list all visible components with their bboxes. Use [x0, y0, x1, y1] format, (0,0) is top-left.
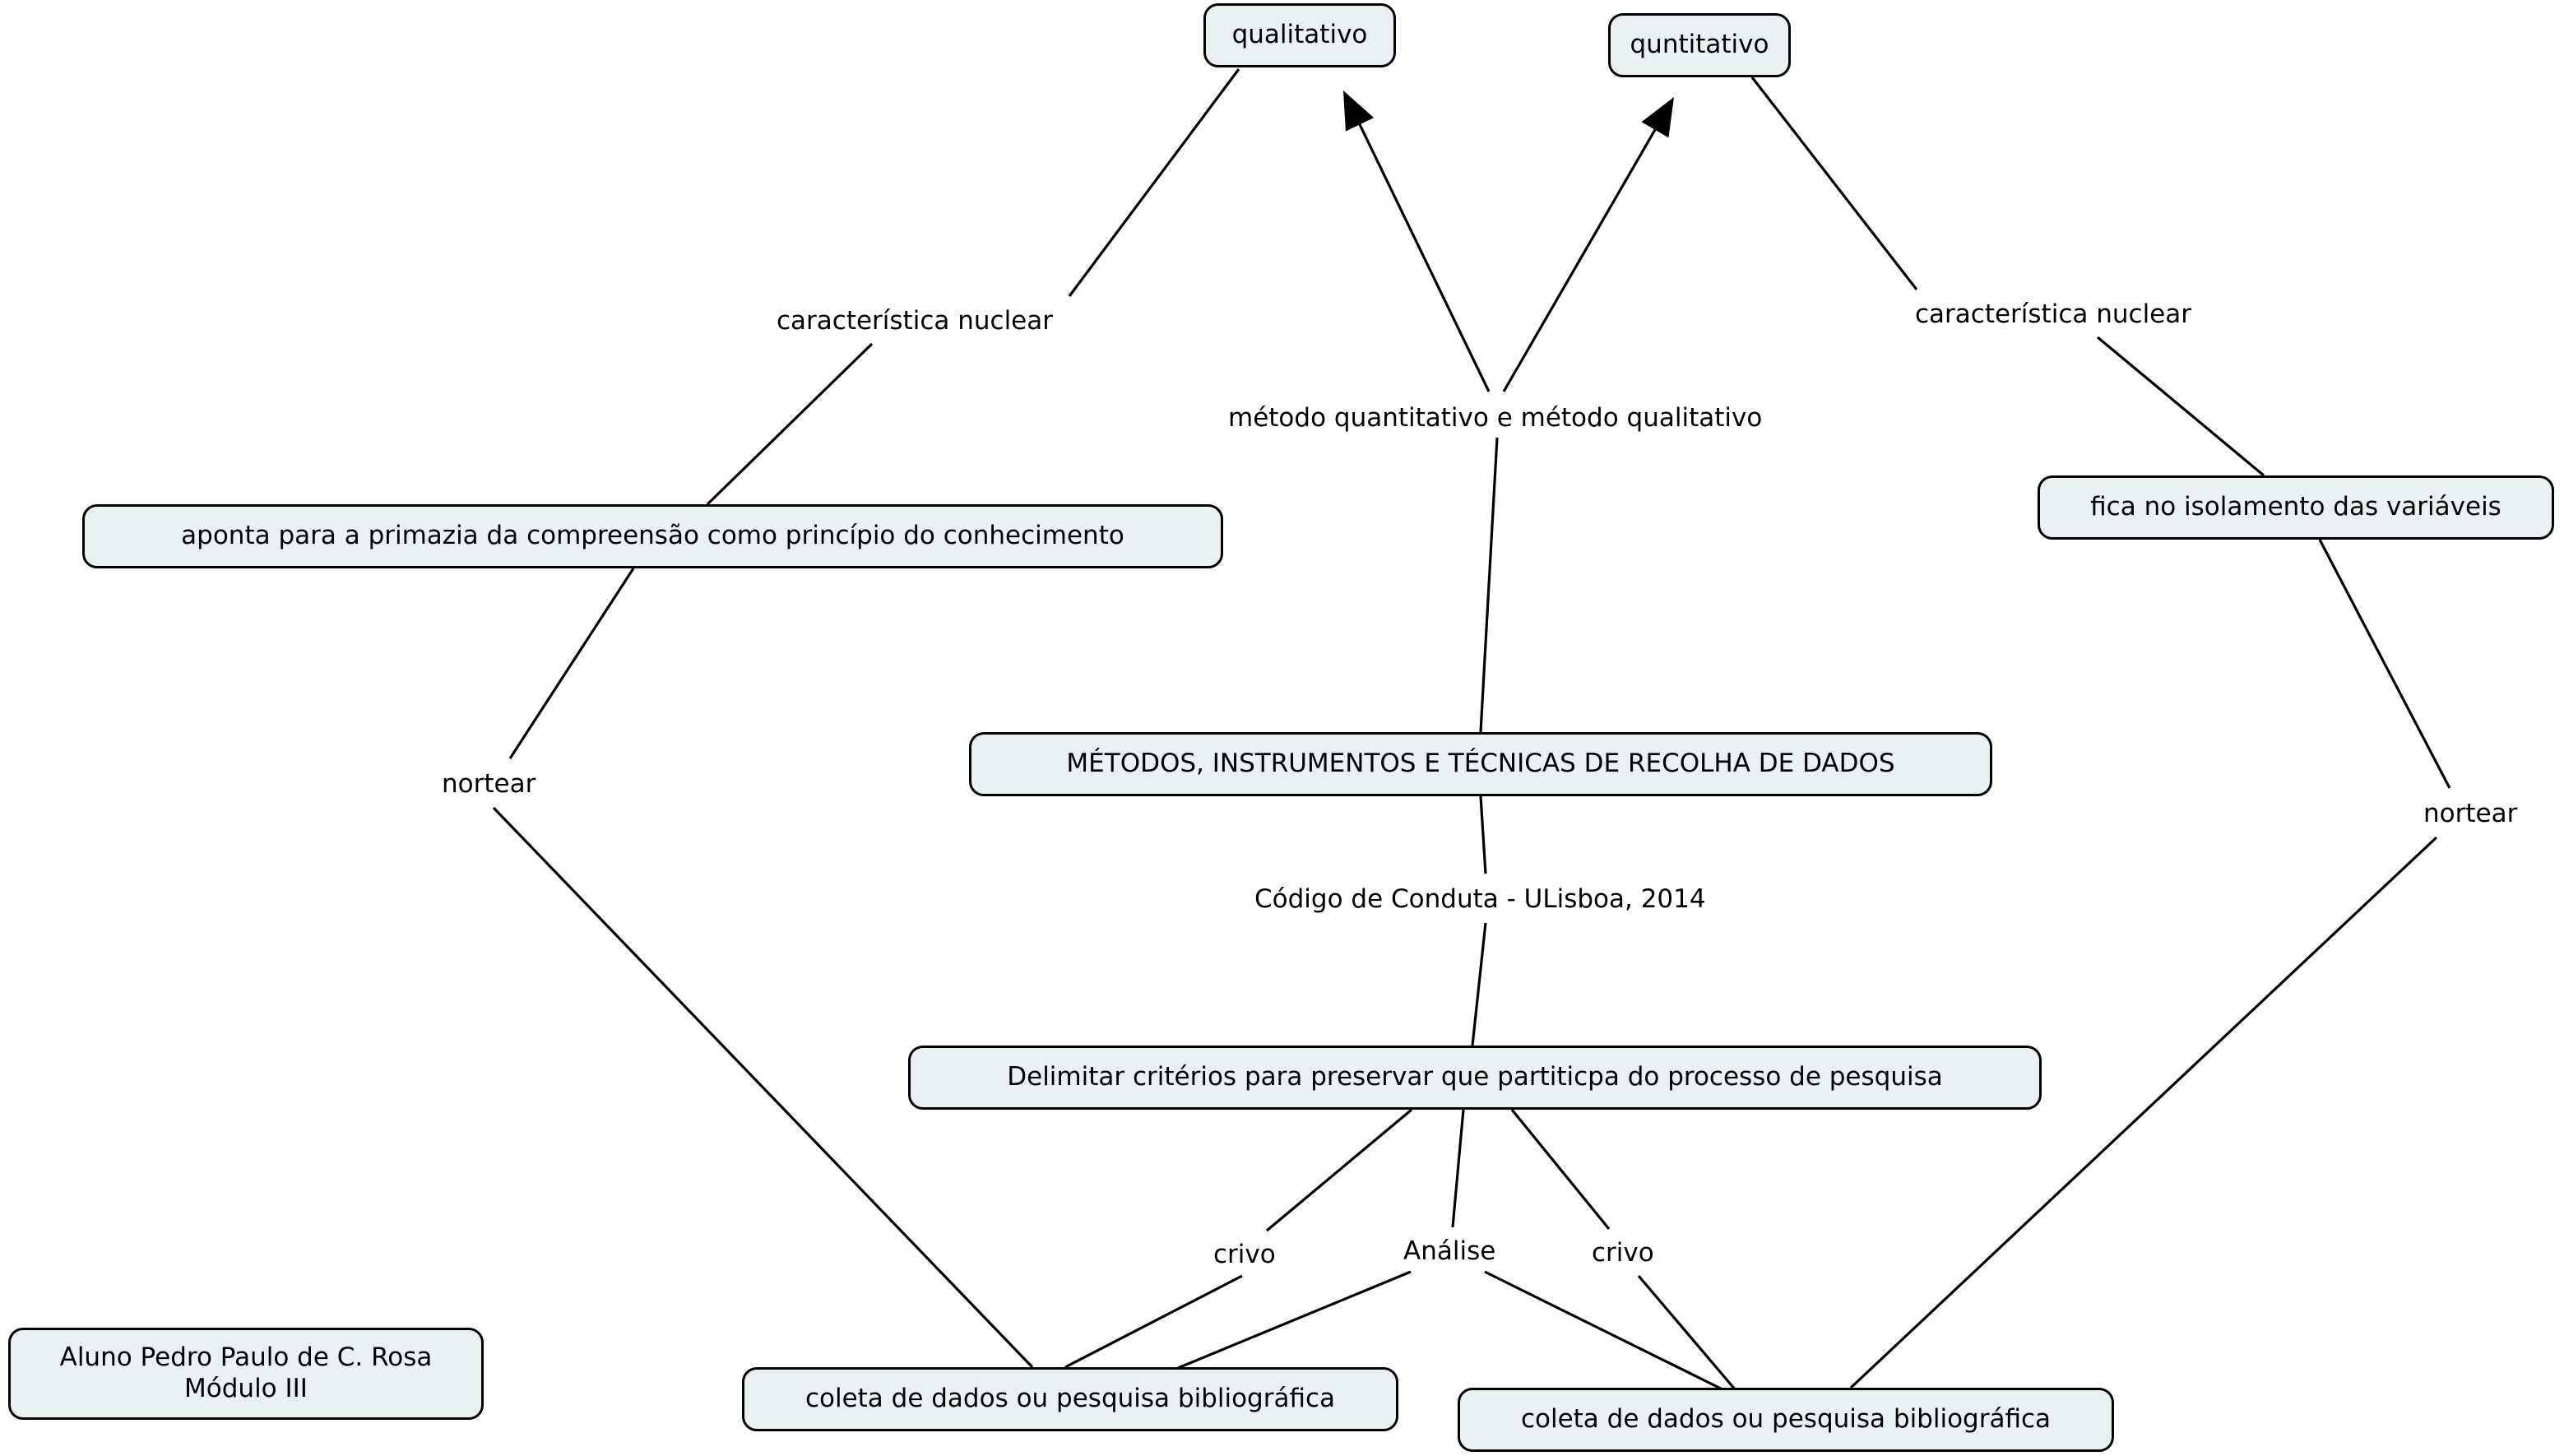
- edge-analise-to-coleta-dir: [1484, 1270, 1728, 1393]
- edge-nortear-dir-to-coleta-dir-line: [1849, 836, 2438, 1389]
- edge-crivo-esq-to-coleta-esq: [1064, 1274, 1243, 1369]
- edge-delimitar-to-crivo-esq-line: [1265, 1108, 1413, 1232]
- edge-nortear-esq-to-coleta-esq: [492, 806, 1034, 1369]
- edge-label-metodo-quantitativo-qualitativo: método quantitativo e método qualitativo: [1226, 403, 1765, 434]
- edge-analise-to-coleta-esq: [1167, 1270, 1412, 1374]
- edge-label-analise: Análise: [1401, 1236, 1499, 1267]
- edge-crivo-dir-to-coleta-dir: [1637, 1274, 1737, 1392]
- edge-aponta-to-nortear-esq-line: [508, 568, 635, 759]
- edge-label-crivo-direita: crivo: [1589, 1238, 1657, 1268]
- edge-label-crivo-esquerda: crivo: [1211, 1240, 1278, 1270]
- edge-metodo-to-metodos-line: [1479, 437, 1499, 733]
- edge-label-nortear-direita: nortear: [2421, 799, 2520, 829]
- edge-nortear-dir-to-coleta-dir: [1849, 836, 2438, 1389]
- edge-quntitativo-to-caracteristica-dir: [1750, 77, 1918, 290]
- edge-metodos-to-codigo: [1479, 795, 1487, 874]
- node-aluno[interactable]: Aluno Pedro Paulo de C. Rosa Módulo III: [8, 1328, 484, 1420]
- node-coleta-esquerda[interactable]: coleta de dados ou pesquisa bibliográfic…: [742, 1367, 1398, 1431]
- edge-label-caracteristica-nuclear-esquerda: característica nuclear: [774, 306, 1055, 336]
- edge-metodo-to-quntitativo: [1502, 97, 1674, 392]
- edge-label-codigo-conduta: Código de Conduta - ULisboa, 2014: [1252, 884, 1709, 915]
- edge-metodo-to-quntitativo-arrowhead: [1641, 97, 1674, 138]
- edge-nortear-esq-to-coleta-esq-line: [492, 806, 1034, 1369]
- node-metodos[interactable]: MÉTODOS, INSTRUMENTOS E TÉCNICAS DE RECO…: [969, 732, 1992, 796]
- edge-codigo-to-delimitar-line: [1471, 922, 1487, 1046]
- edge-codigo-to-delimitar: [1471, 922, 1487, 1046]
- edge-isolamento-to-nortear-dir: [2318, 539, 2451, 789]
- edge-isolamento-to-nortear-dir-line: [2318, 539, 2451, 789]
- edge-delimitar-to-analise: [1451, 1109, 1465, 1228]
- edge-crivo-esq-to-coleta-esq-line: [1064, 1274, 1243, 1369]
- node-coleta-direita[interactable]: coleta de dados ou pesquisa bibliográfic…: [1458, 1388, 2114, 1452]
- edge-label-nortear-esquerda: nortear: [439, 769, 539, 800]
- edge-quntitativo-to-caracteristica-dir-line: [1750, 77, 1918, 290]
- node-aponta[interactable]: aponta para a primazia da compreensão co…: [82, 504, 1223, 568]
- edge-caracteristica-esq-to-aponta: [706, 342, 874, 506]
- edge-metodos-to-codigo-line: [1479, 795, 1487, 874]
- edge-label-caracteristica-nuclear-direita: característica nuclear: [1913, 299, 2194, 330]
- edge-caracteristica-dir-to-isolamento-line: [2096, 336, 2265, 477]
- edge-qualitativo-to-caracteristica-esq-line: [1068, 68, 1240, 297]
- edge-analise-to-coleta-dir-line: [1484, 1270, 1728, 1393]
- edge-crivo-dir-to-coleta-dir-line: [1637, 1274, 1737, 1392]
- node-quntitativo[interactable]: quntitativo: [1608, 13, 1791, 77]
- edge-metodo-to-metodos: [1479, 437, 1499, 733]
- edge-caracteristica-dir-to-isolamento: [2096, 336, 2265, 477]
- edge-caracteristica-esq-to-aponta-line: [706, 342, 874, 506]
- edge-aponta-to-nortear-esq: [508, 568, 635, 759]
- node-isolamento[interactable]: fica no isolamento das variáveis: [2038, 475, 2554, 540]
- edge-metodo-to-qualitativo: [1343, 90, 1491, 392]
- node-delimitar[interactable]: Delimitar critérios para preservar que p…: [908, 1046, 2042, 1110]
- node-qualitativo[interactable]: qualitativo: [1203, 3, 1396, 67]
- edge-metodo-to-qualitativo-arrowhead: [1343, 90, 1375, 132]
- edge-analise-to-coleta-esq-line: [1167, 1270, 1412, 1374]
- edge-delimitar-to-analise-line: [1451, 1109, 1465, 1228]
- edge-metodo-to-qualitativo-line: [1356, 121, 1491, 392]
- edge-delimitar-to-crivo-dir-line: [1510, 1108, 1611, 1231]
- edge-qualitativo-to-caracteristica-esq: [1068, 68, 1240, 297]
- edge-delimitar-to-crivo-esq: [1265, 1108, 1413, 1232]
- edge-metodo-to-quntitativo-line: [1502, 126, 1658, 392]
- edge-delimitar-to-crivo-dir: [1510, 1108, 1611, 1231]
